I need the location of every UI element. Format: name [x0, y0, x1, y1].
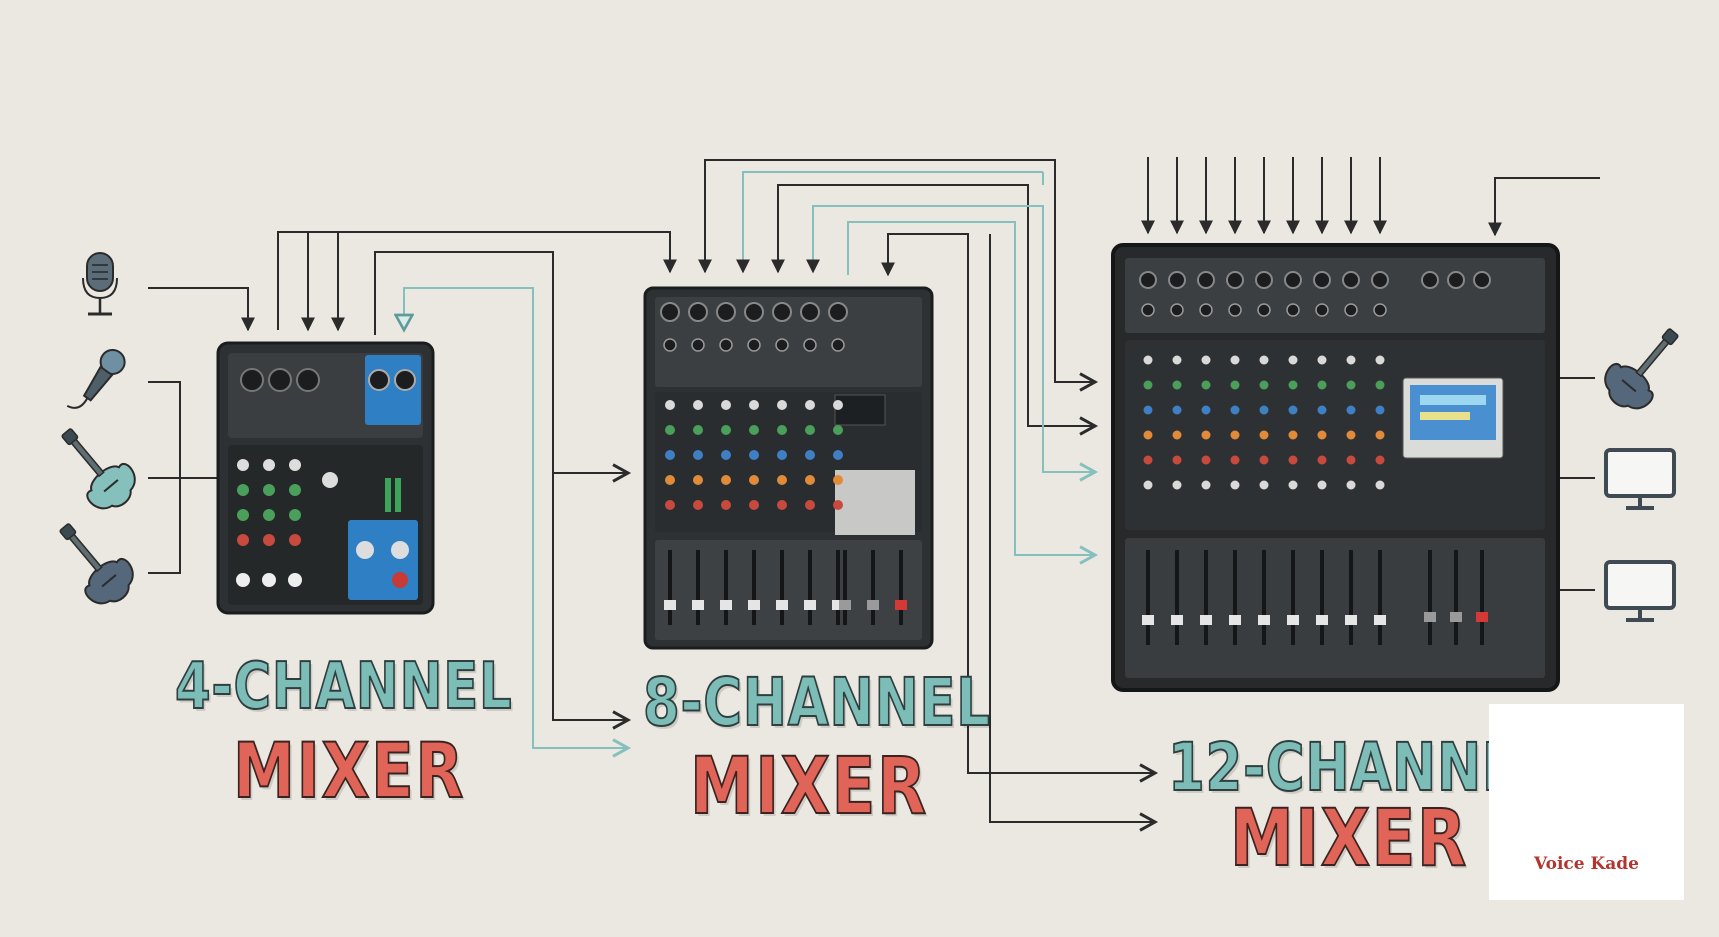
electric-guitar-icon — [1604, 328, 1679, 410]
logo-text: Voice Kade — [1533, 854, 1639, 874]
mixer4-title-line1: 4-CHANNEL — [174, 650, 513, 724]
monitor-icon — [1604, 560, 1676, 622]
logo-badge: Voice Kade — [1489, 704, 1684, 900]
mixer4-title-line2: MIXER — [232, 726, 466, 815]
studio-microphone-icon — [82, 252, 118, 316]
mixer8-title-line2: MIXER — [689, 742, 928, 832]
electric-guitar-icon — [59, 523, 134, 605]
handheld-microphone-icon — [66, 348, 126, 409]
connector-lines — [148, 159, 1600, 832]
mixer12-title-line2: MIXER — [1229, 794, 1468, 884]
mixer-4-channel — [216, 341, 435, 615]
electric-guitar-icon — [61, 428, 136, 510]
mixer-12-channel — [1111, 243, 1560, 692]
mixer12-title-line1: 12-CHANNEL — [1167, 729, 1554, 806]
mixer8-title-line1: 8-CHANNEL — [642, 664, 991, 741]
mixer-8-channel — [643, 286, 934, 650]
top-input-arrows — [1141, 157, 1387, 235]
monitor-icon — [1604, 448, 1676, 510]
